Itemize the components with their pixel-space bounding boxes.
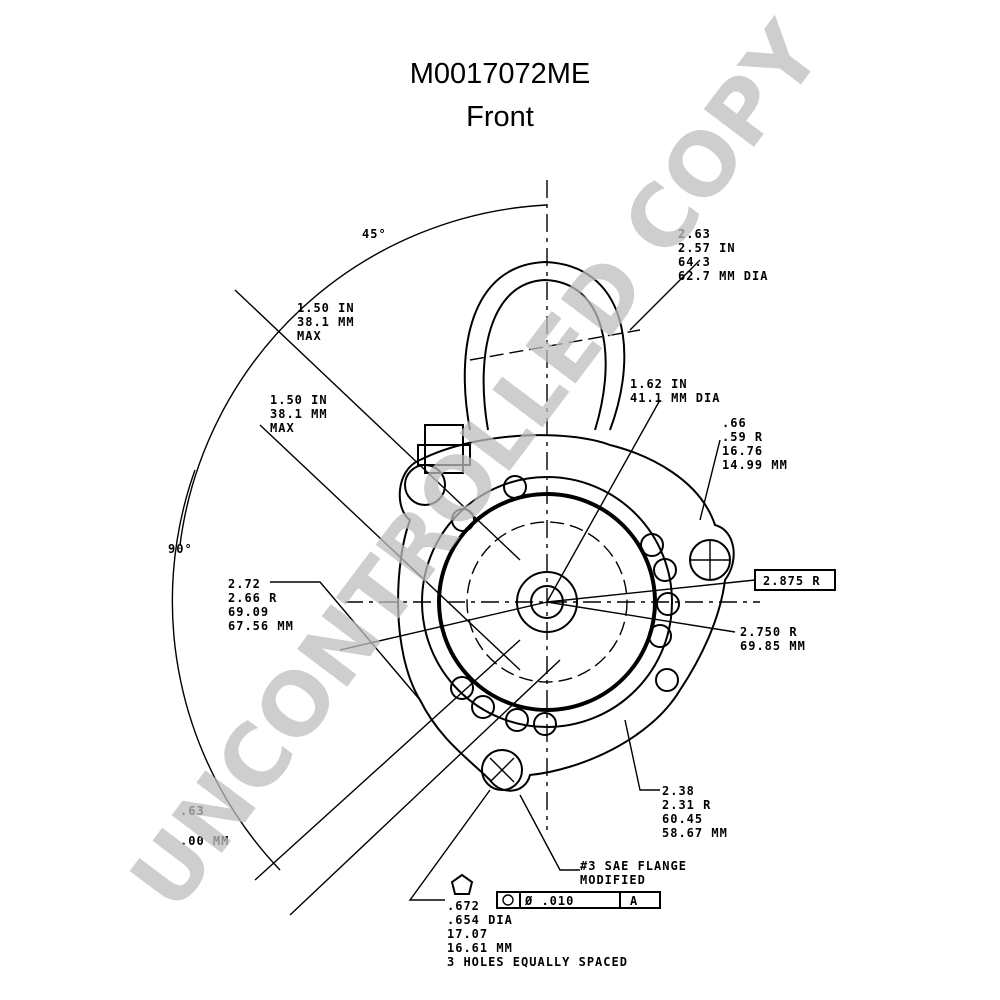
drawing-view-label: Front (466, 101, 534, 133)
ear-r-2: .59 R (722, 430, 763, 444)
extension-line-4 (289, 659, 561, 916)
sae-flange-2: MODIFIED (580, 873, 646, 887)
small-hole-11 (655, 668, 679, 692)
holes-4: 16.61 MM (447, 941, 513, 955)
leader-pilot (546, 399, 661, 603)
flange-inner-1: 2.750 R (740, 625, 798, 639)
bolt-circle-dashed (466, 521, 628, 683)
loop-dia-2: 2.57 IN (678, 241, 736, 255)
leader-loop-dia (629, 259, 701, 331)
angle-45-label: 45° (362, 227, 387, 241)
pilot-dia-1: 1.62 IN (630, 377, 688, 391)
small-hole-10 (648, 624, 672, 648)
small-hole-7 (640, 533, 664, 557)
solenoid-loop-inner (482, 278, 607, 431)
max-upper-1: 1.50 IN (297, 301, 355, 315)
extension-line-3 (254, 639, 521, 881)
shaft-outer (516, 571, 578, 633)
small-hole-9 (656, 592, 680, 616)
small-hole-4 (471, 695, 495, 719)
small-hole-6 (533, 712, 557, 736)
drawing-part-number: M0017072ME (409, 58, 591, 90)
flange-left-4: 67.56 MM (228, 619, 294, 633)
angle-arc-upper (179, 204, 548, 546)
leader-238 (624, 719, 660, 791)
holes-3: 17.07 (447, 927, 488, 941)
extension-line-2 (259, 424, 521, 671)
ear-r-1: .66 (722, 416, 747, 430)
flange-left-3: 69.09 (228, 605, 269, 619)
bottom-left-2: .00 MM (180, 834, 229, 848)
flange-inner-2: 69.85 MM (740, 639, 806, 653)
gdt-datum: A (630, 894, 638, 908)
leader-ear-r (699, 439, 721, 521)
flange-outline (397, 434, 735, 792)
pilot-circle (437, 492, 657, 712)
pentagon-symbol-icon (450, 873, 474, 895)
small-hole-5 (505, 708, 529, 732)
small-hole-2 (451, 508, 475, 532)
max-lower-2: 38.1 MM (270, 407, 328, 421)
flange-circle-outer (421, 476, 673, 728)
holes-5: 3 HOLES EQUALLY SPACED (447, 955, 628, 969)
loop-dia-4: 62.7 MM DIA (678, 269, 768, 283)
loop-diameter-line (469, 329, 641, 361)
max-upper-3: MAX (297, 329, 322, 343)
loop-dia-1: 2.63 (678, 227, 711, 241)
flange-left-2: 2.66 R (228, 591, 277, 605)
small-hole-3 (450, 676, 474, 700)
holes-1: .672 (447, 899, 480, 913)
max-lower-3: MAX (270, 421, 295, 435)
small-hole-8 (653, 558, 677, 582)
leader-272 (339, 601, 548, 651)
shaft-inner (530, 585, 564, 619)
ear-r-3: 16.76 (722, 444, 763, 458)
top-left-ear-hole (404, 464, 446, 506)
bottom-hole-cross-b (489, 757, 515, 783)
bottom-left-1: .63 (180, 804, 205, 818)
leader-2750 (546, 601, 736, 633)
max-lower-1: 1.50 IN (270, 393, 328, 407)
max-upper-2: 38.1 MM (297, 315, 355, 329)
flange-right-1: 2.38 (662, 784, 695, 798)
flange-right-4: 58.67 MM (662, 826, 728, 840)
leader-holes (408, 789, 491, 901)
leader-2875 (546, 579, 756, 603)
gdt-tolerance: Ø .010 (524, 894, 574, 908)
terminal-nut (417, 444, 471, 466)
loop-dia-3: 64.3 (678, 255, 711, 269)
leader-272-elbow (270, 581, 421, 701)
terminal-stud (424, 424, 464, 474)
solenoid-loop-outer (463, 260, 626, 431)
gdt-frame (496, 891, 661, 909)
bottom-ear-hole (481, 749, 523, 791)
holes-2: .654 DIA (447, 913, 513, 927)
ear-r-4: 14.99 MM (722, 458, 788, 472)
bolt-circle-label: 2.875 R (763, 574, 821, 588)
position-symbol-icon (502, 894, 514, 906)
flange-right-2: 2.31 R (662, 798, 711, 812)
flange-left-1: 2.72 (228, 577, 261, 591)
angle-90-label: 90° (168, 542, 193, 556)
pilot-dia-2: 41.1 MM DIA (630, 391, 720, 405)
small-hole-1 (503, 475, 527, 499)
sae-flange-1: #3 SAE FLANGE (580, 859, 687, 873)
bolt-circle-box (754, 569, 836, 591)
flange-right-3: 60.45 (662, 812, 703, 826)
angle-arc-lower (171, 469, 281, 871)
leader-sae (519, 794, 580, 871)
